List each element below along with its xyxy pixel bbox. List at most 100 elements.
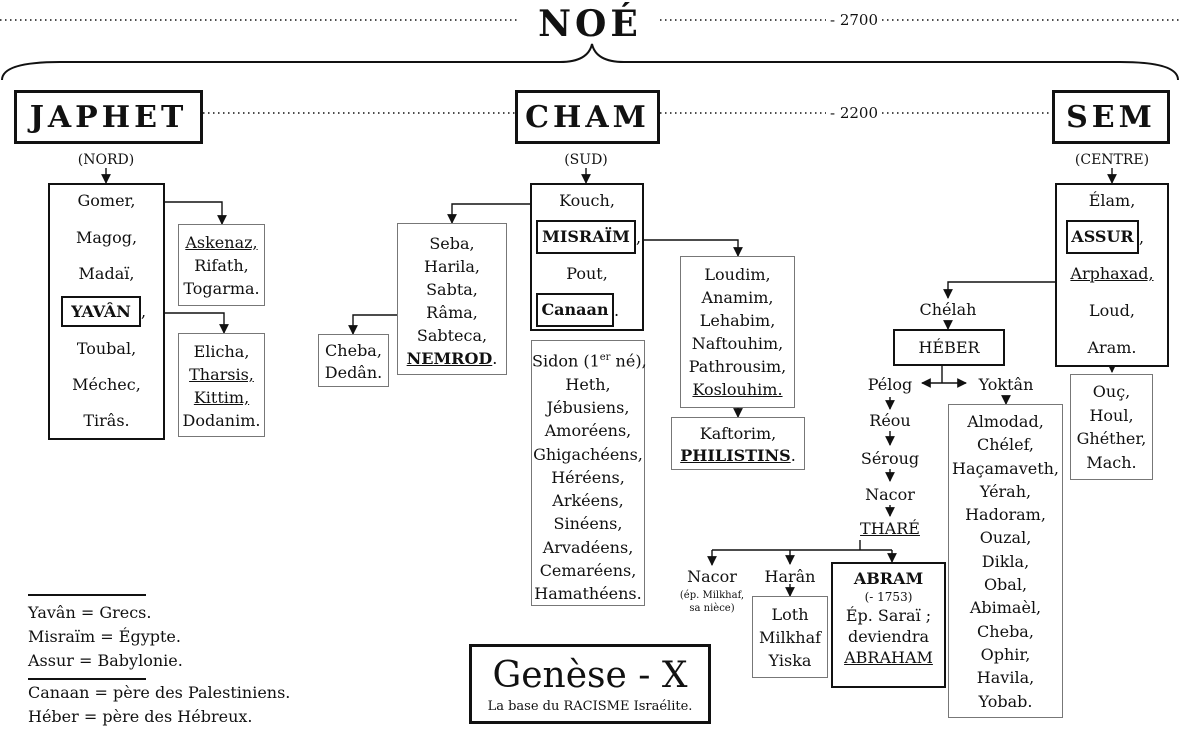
sem-title: SEM — [1052, 90, 1170, 144]
yavan-box: YAVÂN — [61, 296, 141, 327]
abraham-name: ABRAHAM — [844, 648, 933, 667]
kouch-son: Harila, — [424, 257, 480, 276]
peleg-line-item: Réou — [869, 411, 911, 430]
nemrod: NEMROD — [406, 349, 493, 368]
japhet-region: (NORD) — [77, 152, 135, 168]
legend-line: Canaan = père des Palestiniens. — [28, 683, 291, 702]
yoktan-son: Yobab. — [978, 691, 1033, 711]
legend-line: Assur = Babylonie. — [28, 651, 183, 670]
canaan-son: Hamathéens. — [534, 584, 642, 604]
caption-title: Genèse - X — [492, 655, 688, 696]
canaan-box: Canaan — [536, 293, 614, 327]
yoktan-son: Yérah, — [979, 481, 1032, 501]
canaan-son: Ghigachéens, — [533, 444, 643, 464]
aram-son: Ouç, — [1092, 382, 1131, 401]
aram-son: Ghéther, — [1076, 429, 1147, 448]
abram-box: ABRAM (- 1753) Ép. Saraï ; deviendra ABR… — [831, 562, 946, 688]
yavan-son: Tharsis, — [189, 365, 254, 384]
canaan-son: Héréens, — [551, 467, 625, 487]
legend-group-1: Yavân = Grecs. Misraïm = Égypte. Assur =… — [28, 601, 183, 673]
misraim-son: Loudim, — [704, 265, 771, 284]
misraim-box: MISRAÏM — [536, 220, 636, 254]
misraim-son: Anamim, — [701, 288, 774, 307]
kouch-son: Seba, — [429, 234, 475, 253]
cham-title: CHAM — [515, 90, 660, 144]
philistins: PHILISTINS — [680, 446, 791, 465]
aram-sons-box: Ouç, Houl, Ghéther, Mach. — [1070, 374, 1153, 480]
yoktan-son: Abimaèl, — [969, 598, 1042, 618]
kouch-son: Sabta, — [426, 280, 478, 299]
nacor-note-line: sa nièce) — [689, 603, 735, 614]
yoktan-son: Ophir, — [980, 644, 1031, 664]
gomer-son: Togarma. — [183, 279, 260, 298]
sidon-b: né), — [610, 351, 647, 371]
philistins-sep: . — [790, 446, 796, 465]
canaan-son: Arkéens, — [552, 491, 624, 511]
rama-son: Cheba, — [325, 341, 382, 360]
sem-sons-box — [1055, 183, 1169, 367]
canaan-sep: . — [614, 301, 620, 320]
canaan-sons-box: Sidon (1er né), Heth, Jébusiens, Amoréen… — [531, 340, 647, 606]
kouch: Kouch, — [559, 191, 615, 210]
yoktan-son: Obal, — [983, 575, 1028, 595]
misraim-sep: , — [636, 228, 642, 247]
gomer-sons-box: Askenaz, Rifath, Togarma. — [178, 224, 265, 306]
rama-son: Dedân. — [324, 363, 383, 382]
yoktan-son: Havila, — [976, 668, 1035, 688]
pout: Pout, — [566, 264, 608, 283]
kouch-son: Sabteca, — [416, 326, 488, 345]
canaan-son: Cemaréens, — [539, 561, 637, 580]
heber-name: HÉBER — [918, 338, 980, 357]
assur-name: ASSUR — [1071, 227, 1134, 246]
legend-line: Misraïm = Égypte. — [28, 627, 181, 646]
loud: Loud, — [1089, 301, 1135, 320]
yavan-sep: , — [141, 302, 147, 321]
aram-son: Houl, — [1089, 405, 1134, 425]
yavan-son: Kittim, — [193, 388, 250, 407]
sem-region: (CENTRE) — [1074, 152, 1150, 168]
legend-rule — [28, 678, 146, 680]
haran-son: Yiska — [768, 651, 812, 670]
heber-box: HÉBER — [893, 329, 1005, 366]
misraim-son: Koslouhim. — [692, 380, 783, 399]
yoktan: Yoktân — [978, 375, 1034, 394]
canaan-name: Canaan — [541, 300, 609, 319]
legend-rule — [28, 594, 146, 596]
assur-sep: , — [1139, 228, 1145, 247]
abram-will: deviendra — [847, 627, 930, 646]
abram-name: ABRAM — [853, 569, 924, 588]
japhet-title: JAPHET — [14, 90, 203, 144]
yavan-name: YAVÂN — [71, 302, 131, 321]
japhet-son: Tirâs. — [83, 411, 130, 430]
caption-box: Genèse - X La base du RACISME Israélite. — [469, 644, 711, 724]
gomer-son: Askenaz, — [185, 233, 258, 252]
caption-subtitle: La base du RACISME Israélite. — [487, 699, 693, 714]
nacor-note: (ép. Milkhaf, sa nièce) — [666, 589, 758, 615]
abram-wife: Ép. Saraï ; — [845, 606, 932, 625]
legend-group-2: Canaan = père des Palestiniens. Héber = … — [28, 681, 290, 729]
yoktan-son: Chélef, — [976, 435, 1035, 455]
misraim-son: Pathrousim, — [688, 357, 787, 376]
noe-title: NOÉ — [538, 3, 642, 45]
misraim-name: MISRAÏM — [542, 227, 630, 246]
kouch-sons-box: Seba, Harila, Sabta, Râma, Sabteca, NEMR… — [397, 223, 507, 375]
date-2200: - 2200 — [826, 104, 883, 122]
kaftorim-box: Kaftorim, PHILISTINS. — [671, 417, 805, 470]
peleg-line-item: Pélog — [867, 375, 913, 394]
date-2700: - 2700 — [826, 11, 883, 29]
haran-sons-box: Loth Milkhaf Yiska — [752, 596, 828, 678]
arphaxad: Arphaxad, — [1070, 264, 1154, 283]
elam: Élam, — [1088, 191, 1136, 210]
yoktan-son: Dikla, — [981, 551, 1030, 571]
legend-line: Yavân = Grecs. — [28, 603, 152, 622]
peleg-line-item: Séroug — [860, 449, 920, 468]
yoktan-son: Haçamaveth, — [951, 458, 1060, 478]
japhet-son: Méchec, — [72, 375, 141, 394]
kouch-son: Râma, — [426, 303, 478, 322]
haran: Harân — [764, 567, 816, 586]
cham-region: (SUD) — [564, 152, 608, 168]
japhet-son: Madaï, — [78, 264, 135, 283]
haran-son: Loth — [771, 605, 809, 624]
